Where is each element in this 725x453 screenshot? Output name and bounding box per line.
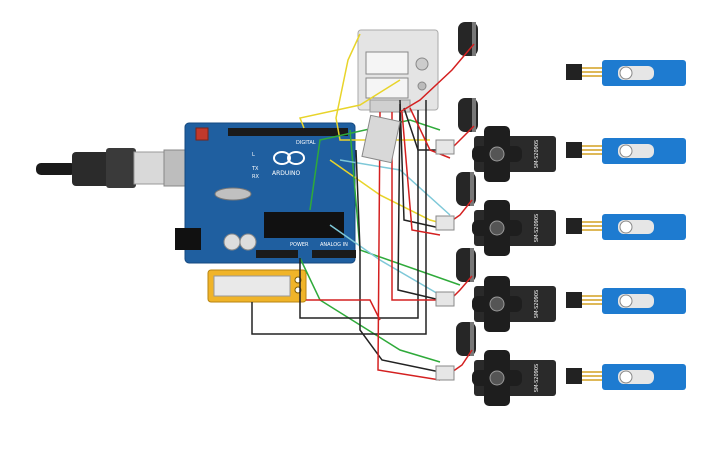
servo-model-label: SM-S2090S xyxy=(534,140,540,168)
blue-servo xyxy=(566,364,686,390)
capacitor xyxy=(456,322,476,356)
blue-servo xyxy=(566,214,686,240)
capacitor xyxy=(456,248,476,282)
digital-label: DIGITAL xyxy=(296,140,316,146)
servo-model-label: SM-S2090S xyxy=(534,364,540,392)
header-connectors xyxy=(361,114,455,381)
black-servos: SM-S2090S SM-S2090S SM-S2090S SM-S2090S xyxy=(472,126,556,406)
black-servo: SM-S2090S xyxy=(472,200,556,256)
battery-pack xyxy=(207,269,307,303)
blue-servo xyxy=(566,138,686,164)
tx-label: TX xyxy=(251,166,259,172)
rx-label: RX xyxy=(252,174,259,180)
capacitors xyxy=(456,22,478,356)
power-supply-module xyxy=(357,29,439,113)
analog-label: ANALOG IN xyxy=(320,242,348,248)
blue-servo xyxy=(566,288,686,314)
usb-cable xyxy=(36,148,193,188)
black-servo: SM-S2090S xyxy=(472,350,556,406)
capacitor xyxy=(458,22,478,56)
l-label: L xyxy=(252,152,255,158)
servo-model-label: SM-S2090S xyxy=(534,214,540,242)
power-label: POWER xyxy=(290,242,309,248)
blue-servo xyxy=(566,60,686,86)
arduino-board: ARDUINO DIGITAL POWER ANALOG IN TX RX L xyxy=(175,122,356,264)
black-servo: SM-S2090S xyxy=(472,276,556,332)
blue-servos xyxy=(566,60,686,390)
analog-header xyxy=(312,250,356,258)
digital-header xyxy=(228,128,348,136)
microcontroller-chip xyxy=(264,212,344,238)
black-servo: SM-S2090S xyxy=(472,126,556,182)
capacitor xyxy=(458,98,478,132)
dc-jack xyxy=(175,228,201,250)
servo-model-label: SM-S2090S xyxy=(534,290,540,318)
reset-button[interactable] xyxy=(195,127,209,141)
brand-label: ARDUINO xyxy=(272,170,301,177)
crystal xyxy=(214,187,252,201)
capacitor xyxy=(456,172,476,206)
power-header xyxy=(256,250,298,258)
arduino-logo-icon xyxy=(273,151,305,165)
